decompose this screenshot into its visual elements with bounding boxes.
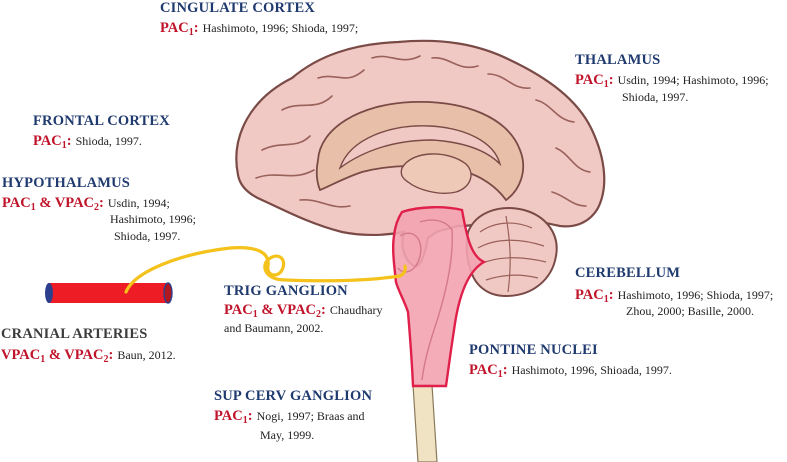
trig-receptor: PAC1 & VPAC2: xyxy=(224,302,326,320)
hypothalamus-ref-3: Shioda, 1997. xyxy=(114,229,181,243)
thalamus-ref: Usdin, 1994; Hashimoto, 1996; xyxy=(617,73,769,87)
trig-ref: Chaudhary xyxy=(329,303,383,317)
cingulate-receptor-line: PAC1: Hashimoto, 1996; Shioda, 1997; xyxy=(160,20,359,38)
cranial-receptor-line: VPAC1 & VPAC2: Baun, 2012. xyxy=(1,347,176,365)
brainstem-highlight xyxy=(391,206,487,388)
corpus-callosum xyxy=(315,101,525,202)
cerebellum-title: CEREBELLUM xyxy=(575,265,681,281)
cerebellum-structure xyxy=(465,207,558,298)
cerebellum-ref: Hashimoto, 1996; Shioda, 1997; xyxy=(617,288,774,302)
cerebellum-receptor-line: PAC1: Hashimoto, 1996; Shioda, 1997; xyxy=(575,287,774,305)
hypothalamus-receptor-line: PAC1 & VPAC2: Usdin, 1994; xyxy=(2,195,170,213)
hypothalamus-receptor: PAC1 & VPAC2: xyxy=(2,195,104,213)
trig-receptor-line: PAC1 & VPAC2: Chaudhary xyxy=(224,302,383,320)
gyri-folds xyxy=(255,55,591,208)
cranial-title: CRANIAL ARTERIES xyxy=(1,326,148,342)
cingulate-receptor: PAC1: xyxy=(160,20,199,38)
supcerv-ref: Nogi, 1997; Braas and xyxy=(256,409,365,423)
pontine-receptor-line: PAC1: Hashimoto, 1996, Shioada, 1997. xyxy=(469,362,672,380)
trigeminal-nerve xyxy=(124,246,407,294)
pontine-ref: Hashimoto, 1996, Shioada, 1997. xyxy=(511,363,672,377)
artery-body xyxy=(48,283,169,303)
cerebellum-receptor: PAC1: xyxy=(575,287,614,305)
cingulate-ref: Hashimoto, 1996; Shioda, 1997; xyxy=(202,21,359,35)
thalamus-receptor-line: PAC1: Usdin, 1994; Hashimoto, 1996; xyxy=(575,72,769,90)
frontal-receptor-line: PAC1: Shioda, 1997. xyxy=(33,133,142,151)
thalamus-ref-2: Shioda, 1997. xyxy=(622,90,689,104)
cingulate-title: CINGULATE CORTEX xyxy=(160,0,316,16)
supcerv-ref-2: May, 1999. xyxy=(260,428,315,442)
cranial-ref: Baun, 2012. xyxy=(117,348,176,362)
thalamus-receptor: PAC1: xyxy=(575,72,614,90)
cranial-receptor: VPAC1 & VPAC2: xyxy=(1,347,114,365)
artery-left-end xyxy=(45,283,53,303)
trig-title: TRIG GANGLION xyxy=(224,283,348,299)
supcerv-receptor-line: PAC1: Nogi, 1997; Braas and xyxy=(214,408,365,426)
frontal-receptor: PAC1: xyxy=(33,133,72,151)
frontal-title: FRONTAL CORTEX xyxy=(33,113,170,129)
supcerv-receptor: PAC1: xyxy=(214,408,253,426)
hypothalamus-ref: Usdin, 1994; xyxy=(107,196,170,210)
pontine-title: PONTINE NUCLEI xyxy=(469,342,598,358)
thalamus-title: THALAMUS xyxy=(575,52,661,68)
artery-right-end xyxy=(163,282,173,304)
pontine-receptor: PAC1: xyxy=(469,362,508,380)
spinal-cord xyxy=(412,384,438,462)
cerebellum-ref-2: Zhou, 2000; Basille, 2000. xyxy=(626,304,754,318)
trig-ref-2: and Baumann, 2002. xyxy=(224,321,324,335)
supcerv-title: SUP CERV GANGLION xyxy=(214,388,373,404)
brainstem-inner xyxy=(419,219,453,381)
fornix xyxy=(338,125,502,170)
frontal-ref: Shioda, 1997. xyxy=(75,134,142,148)
hypothalamus-title: HYPOTHALAMUS xyxy=(2,175,131,191)
hypothalamus-ref-2: Hashimoto, 1996; xyxy=(110,212,196,226)
thalamus-structure xyxy=(400,153,472,194)
